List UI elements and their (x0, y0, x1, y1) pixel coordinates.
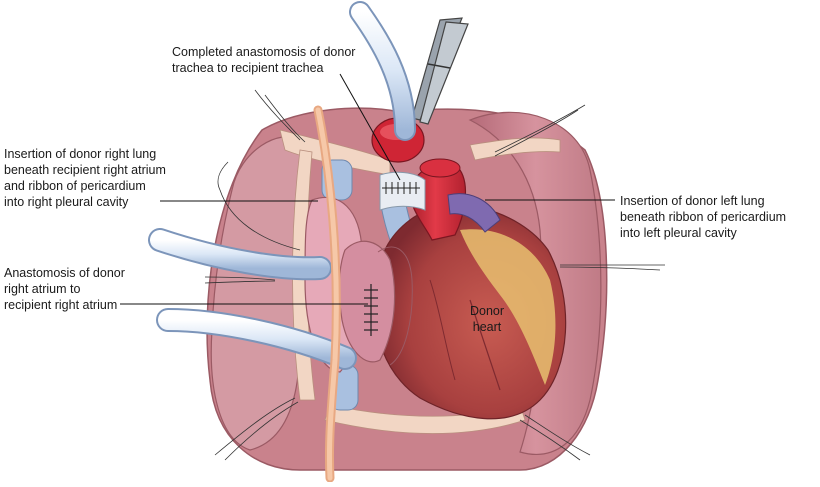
venous-cannula-lower (156, 308, 357, 370)
venous-cannula-left (148, 228, 332, 281)
leader-lines (120, 73, 615, 305)
atrial-sutures (364, 284, 378, 336)
surgical-clamp (411, 17, 469, 125)
label-left-lung-insertion: Insertion of donor left lung beneath rib… (620, 194, 787, 240)
label-right-lung-insertion: Insertion of donor right lung beneath re… (4, 147, 166, 209)
pulmonary-artery (447, 193, 501, 233)
donor-heart (373, 205, 567, 420)
stay-sutures (204, 89, 666, 461)
venous-cannula-top (349, 1, 416, 141)
right-lung-shape (210, 136, 306, 451)
label-donor-heart: Donor heart (470, 304, 505, 334)
snare-tubes (313, 105, 341, 483)
label-right-atrium-anastomosis: Anastomosis of donor right atrium to rec… (4, 266, 125, 312)
trachea (379, 171, 426, 211)
label-tracheal-anastomosis: Completed anastomosis of donor trachea t… (172, 45, 356, 75)
